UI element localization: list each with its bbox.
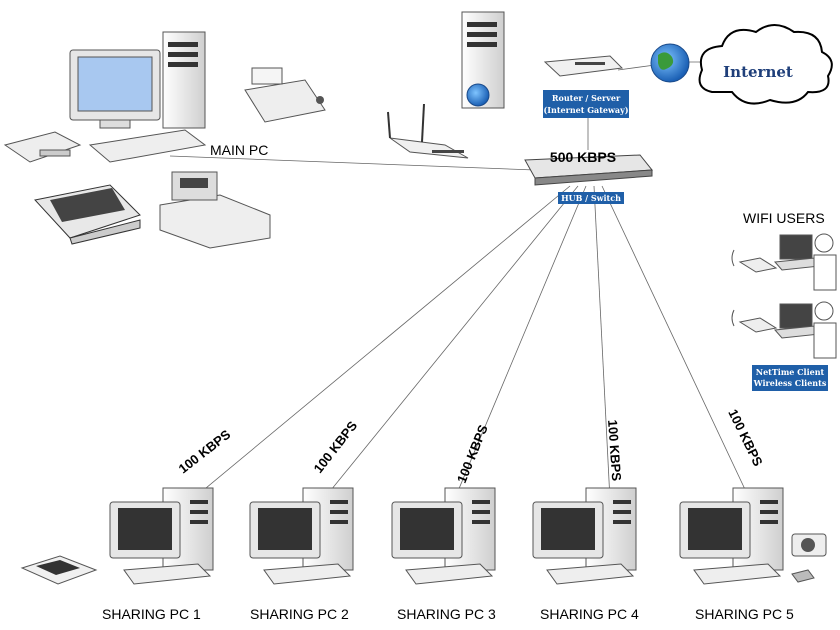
sharing-pc-1 — [109, 487, 214, 585]
main-pc-keyboard — [88, 129, 207, 163]
sharing-pc-2-label: SHARING PC 2 — [250, 606, 349, 622]
link-pc3 — [444, 185, 587, 523]
server-tower-icon — [461, 11, 505, 109]
hub-switch-icon: 500 KBPS — [524, 149, 653, 186]
router-label-box: Router / Server (Internet Gateway) — [543, 90, 629, 118]
sharing-pc-5-label: SHARING PC 5 — [695, 606, 794, 622]
fax-machine-icon — [244, 67, 326, 123]
wifi-label-line2: Wireless Clients — [753, 378, 827, 388]
hub-label: HUB / Switch — [561, 193, 621, 203]
sharing-pc-4 — [532, 487, 637, 585]
disk-drive-icon — [3, 131, 82, 163]
hub-label-box: HUB / Switch — [558, 192, 624, 204]
main-pc-tower — [162, 31, 206, 129]
main-pc-cluster: MAIN PC — [3, 31, 326, 249]
internet-globe-icon — [650, 43, 690, 83]
internet-cloud-icon: Internet — [698, 24, 833, 105]
main-pc-monitor — [69, 49, 161, 129]
speed-label-pc4: 100 KBPS — [605, 419, 624, 482]
link-pc1 — [164, 185, 571, 523]
link-internet — [617, 64, 656, 71]
link-pc2 — [304, 185, 579, 523]
wifi-label-line1: NetTime Client — [756, 367, 825, 377]
printer-icon — [34, 184, 141, 245]
link-pc4 — [593, 185, 611, 501]
speed-label-pc5: 100 KBPS — [725, 407, 766, 469]
speed-label-pc2: 100 KBPS — [311, 418, 361, 476]
router-label-line1: Router / Server — [552, 93, 621, 103]
router-icon — [543, 55, 624, 77]
sharing-pc-1-label: SHARING PC 1 — [102, 606, 201, 622]
router-label-line2: (Internet Gateway) — [543, 105, 628, 115]
wifi-users-group: WIFI USERS NetTime Client Wireless Clien… — [731, 210, 837, 391]
sharing-pc-2 — [249, 487, 354, 585]
sharing-pc-3-label: SHARING PC 3 — [397, 606, 496, 622]
speed-label-pc1: 100 KBPS — [176, 427, 234, 477]
wifi-users-title: WIFI USERS — [743, 210, 825, 226]
scanner-icon — [20, 555, 98, 585]
wifi-user-2 — [731, 301, 837, 359]
link-main-pc — [169, 155, 536, 171]
hub-speed-label: 500 KBPS — [550, 149, 616, 165]
speed-label-pc3: 100 KBPS — [454, 422, 491, 485]
wifi-user-1 — [731, 233, 837, 291]
camera-icon — [791, 533, 827, 583]
main-pc-label: MAIN PC — [210, 142, 268, 158]
connection-lines — [164, 61, 751, 523]
sharing-pc-5 — [679, 487, 784, 585]
link-pc5 — [601, 185, 751, 501]
sharing-pc-4-label: SHARING PC 4 — [540, 606, 639, 622]
cash-register-icon — [159, 171, 271, 249]
wireless-access-point-icon — [387, 103, 469, 159]
sharing-pc-3 — [391, 487, 496, 585]
wifi-label-box — [752, 365, 828, 391]
internet-label: Internet — [723, 63, 793, 81]
